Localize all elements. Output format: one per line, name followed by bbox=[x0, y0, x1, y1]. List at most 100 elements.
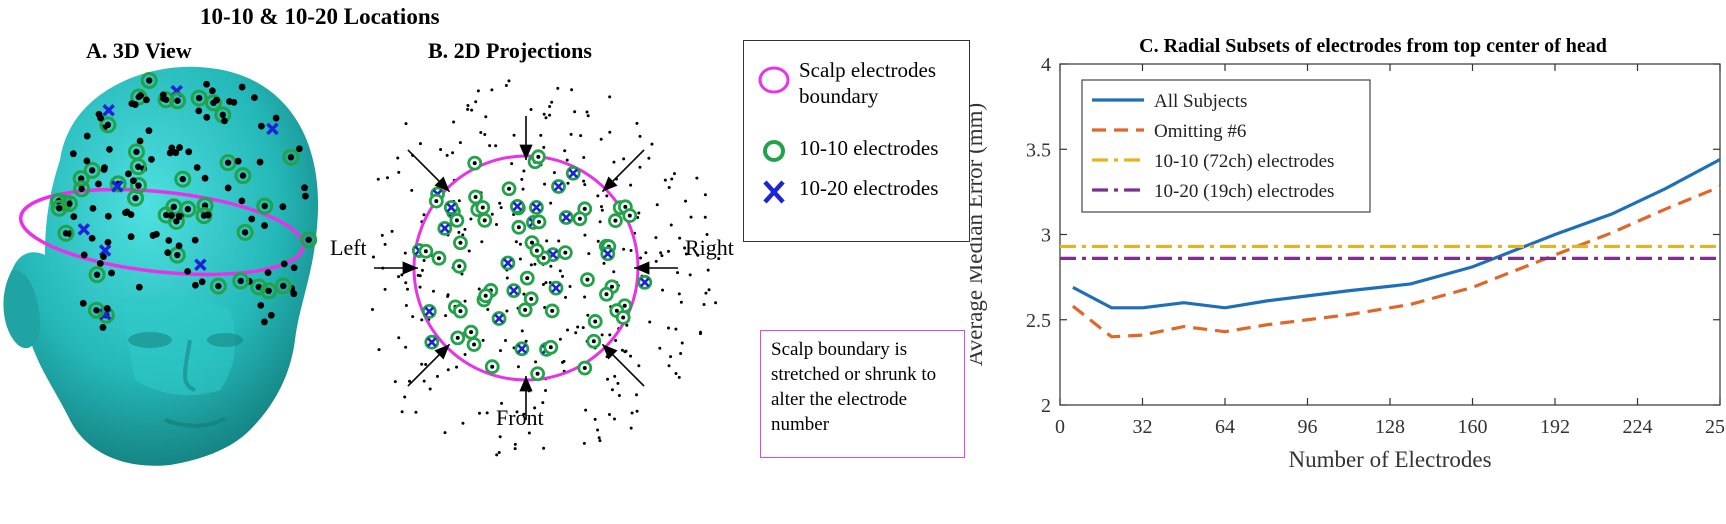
electrode-dot bbox=[614, 308, 619, 313]
scalp-dot bbox=[596, 428, 600, 432]
electrode-dot bbox=[627, 213, 632, 218]
electrode-dot bbox=[95, 180, 102, 188]
note-line: Scalp boundary is bbox=[771, 339, 908, 360]
scalp-dot bbox=[705, 232, 709, 236]
electrode-dot bbox=[201, 174, 209, 182]
electrode-dot bbox=[290, 264, 298, 272]
electrode-dot bbox=[96, 260, 104, 267]
scalp-dot bbox=[635, 409, 639, 413]
scalp-dot bbox=[556, 86, 560, 90]
electrode-dot bbox=[70, 213, 78, 220]
scalp-dot bbox=[455, 365, 459, 369]
electrode-1010-ring bbox=[274, 277, 292, 295]
electrode-dot bbox=[104, 212, 112, 220]
legend-label-1010: 10-10 electrodes bbox=[799, 136, 939, 160]
scalp-dot bbox=[629, 354, 633, 358]
electrode-dot bbox=[203, 80, 210, 88]
scalp-boundary-ellipse bbox=[18, 187, 306, 277]
electrode-dot bbox=[193, 164, 201, 171]
electrode-dot bbox=[219, 111, 226, 119]
electrode-dot bbox=[191, 236, 199, 244]
scalp-dot bbox=[695, 176, 699, 180]
x-tick-label: 32 bbox=[1133, 416, 1153, 438]
scalp-dot bbox=[418, 285, 422, 289]
scalp-dot bbox=[582, 155, 586, 159]
electrode-dot bbox=[174, 251, 181, 259]
scalp-dot bbox=[612, 417, 616, 421]
electrode-dot bbox=[135, 283, 143, 291]
scalp-dot bbox=[457, 199, 461, 203]
y-tick-label: 3 bbox=[1041, 225, 1051, 247]
electrode-dot bbox=[185, 148, 193, 156]
scalp-dot bbox=[596, 239, 600, 243]
scalp-dot bbox=[495, 222, 499, 226]
electrode-dot bbox=[280, 260, 288, 268]
scalp-dot bbox=[703, 215, 707, 219]
scalp-dot bbox=[566, 181, 570, 185]
ear-shape bbox=[3, 270, 41, 349]
scalp-dot bbox=[420, 268, 424, 272]
scalp-dot bbox=[586, 313, 590, 317]
electrode-1010-ring bbox=[174, 170, 192, 188]
scalp-dot bbox=[703, 193, 707, 197]
scalp-dot bbox=[570, 88, 574, 92]
scalp-dot bbox=[557, 239, 561, 243]
scalp-dot bbox=[558, 337, 562, 341]
scalp-dot bbox=[479, 130, 483, 134]
scalp-dot bbox=[385, 176, 389, 180]
scalp-dot bbox=[593, 417, 597, 421]
scalp-dot bbox=[522, 169, 526, 173]
scalp-dot bbox=[629, 183, 633, 187]
electrode-1020-x bbox=[602, 248, 613, 259]
electrode-dot bbox=[264, 269, 272, 277]
scalp-dot bbox=[676, 271, 680, 275]
scalp-dot bbox=[397, 275, 401, 279]
projection-electrodes bbox=[411, 149, 653, 382]
scalp-dot bbox=[514, 240, 518, 244]
electrode-1010-ring bbox=[169, 92, 187, 110]
electrode-dot bbox=[621, 315, 626, 320]
electrode-1010-ring bbox=[250, 278, 268, 296]
electrode-dot bbox=[93, 271, 101, 278]
electrode-dot bbox=[482, 218, 487, 223]
scalp-dot bbox=[623, 350, 627, 354]
scalp-dot bbox=[510, 162, 514, 166]
scalp-dot bbox=[599, 137, 603, 141]
electrode-dot bbox=[123, 208, 131, 216]
scalp-dot bbox=[404, 345, 408, 349]
electrode-1020-x bbox=[77, 223, 91, 236]
scalp-dot bbox=[654, 259, 658, 263]
electrode-dot bbox=[89, 204, 97, 212]
electrode-dot bbox=[267, 311, 275, 319]
chart-title: C. Radial Subsets of electrodes from top… bbox=[1139, 36, 1607, 57]
scalp-dot bbox=[702, 302, 706, 306]
electrode-1010-ring bbox=[127, 189, 145, 207]
arrow-head bbox=[602, 344, 618, 360]
electrode-dot bbox=[145, 127, 153, 135]
electrode-1020-x bbox=[266, 122, 279, 136]
label-right: Right bbox=[685, 235, 734, 260]
electrode-1020-x bbox=[426, 337, 437, 348]
arrow-head bbox=[434, 176, 450, 192]
scalp-dot bbox=[562, 359, 566, 363]
electrode-dot bbox=[535, 371, 540, 376]
electrode-dot bbox=[234, 157, 242, 165]
scalp-dot bbox=[380, 233, 384, 237]
electrode-dot bbox=[77, 175, 85, 182]
scalp-dot bbox=[390, 229, 394, 233]
scalp-dot bbox=[661, 288, 665, 292]
scalp-dot bbox=[404, 122, 408, 126]
electrode-dot bbox=[548, 345, 553, 350]
scalp-dot bbox=[582, 179, 586, 183]
scalp-dot bbox=[602, 261, 606, 265]
electrode-dot bbox=[69, 150, 77, 158]
scalp-dot bbox=[545, 239, 549, 243]
electrode-1010-ring bbox=[88, 266, 106, 284]
electrode-dot bbox=[469, 330, 474, 335]
electrode-dot bbox=[490, 364, 495, 369]
scalp-dot bbox=[383, 242, 387, 246]
scalp-dot bbox=[612, 270, 616, 274]
electrode-1020-x bbox=[439, 223, 450, 234]
scalp-dot bbox=[490, 212, 494, 216]
scalp-dot bbox=[608, 95, 612, 99]
